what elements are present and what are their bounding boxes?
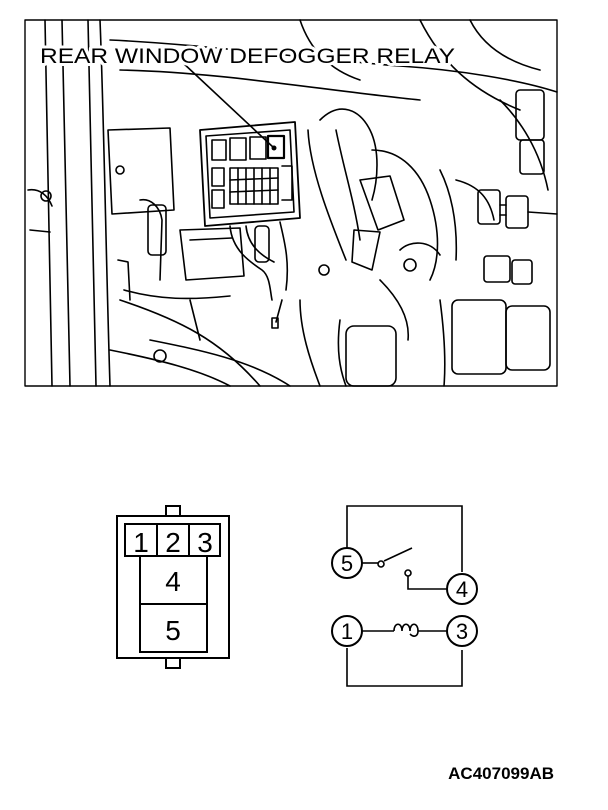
relay-box bbox=[199, 121, 301, 227]
connector-pin-5: 5 bbox=[165, 615, 181, 646]
terminal-3-label: 3 bbox=[456, 619, 468, 644]
connector-outline bbox=[116, 515, 230, 659]
callout-leader-dot bbox=[271, 145, 277, 151]
callout-leader bbox=[181, 61, 275, 149]
figure-code: AC407099AB bbox=[448, 764, 554, 783]
connector-pin-4: 4 bbox=[165, 566, 181, 597]
switch-contact-b bbox=[404, 569, 412, 577]
circuit-wire-4 bbox=[407, 576, 447, 590]
connector-pin-3: 3 bbox=[197, 527, 213, 558]
circuit-wire-bottom bbox=[346, 648, 463, 687]
terminal-5-label: 5 bbox=[341, 551, 353, 576]
connector-pin-1: 1 bbox=[133, 527, 149, 558]
connector-pin-5-cell bbox=[139, 603, 208, 653]
relay-coil bbox=[393, 623, 419, 637]
terminal-3 bbox=[446, 615, 478, 647]
switch-contact-a bbox=[377, 560, 385, 568]
relay-connector bbox=[116, 505, 230, 669]
terminal-1-label: 1 bbox=[341, 619, 353, 644]
callout-label-halo: REAR WINDOW DEFOGGER RELAY bbox=[40, 45, 455, 68]
connector-bottom-tab bbox=[165, 657, 181, 669]
terminal-4-label: 4 bbox=[456, 577, 468, 602]
callout-label: REAR WINDOW DEFOGGER RELAY bbox=[40, 45, 455, 68]
switch-blade bbox=[383, 547, 413, 562]
circuit-wire-left bbox=[346, 505, 463, 572]
dashboard-illustration bbox=[24, 19, 558, 387]
terminal-5 bbox=[331, 547, 363, 579]
connector-top-tab bbox=[165, 505, 181, 517]
terminal-4 bbox=[446, 573, 478, 605]
relay-circuit bbox=[331, 505, 478, 687]
terminal-1 bbox=[331, 615, 363, 647]
connector-pin-2: 2 bbox=[165, 527, 181, 558]
